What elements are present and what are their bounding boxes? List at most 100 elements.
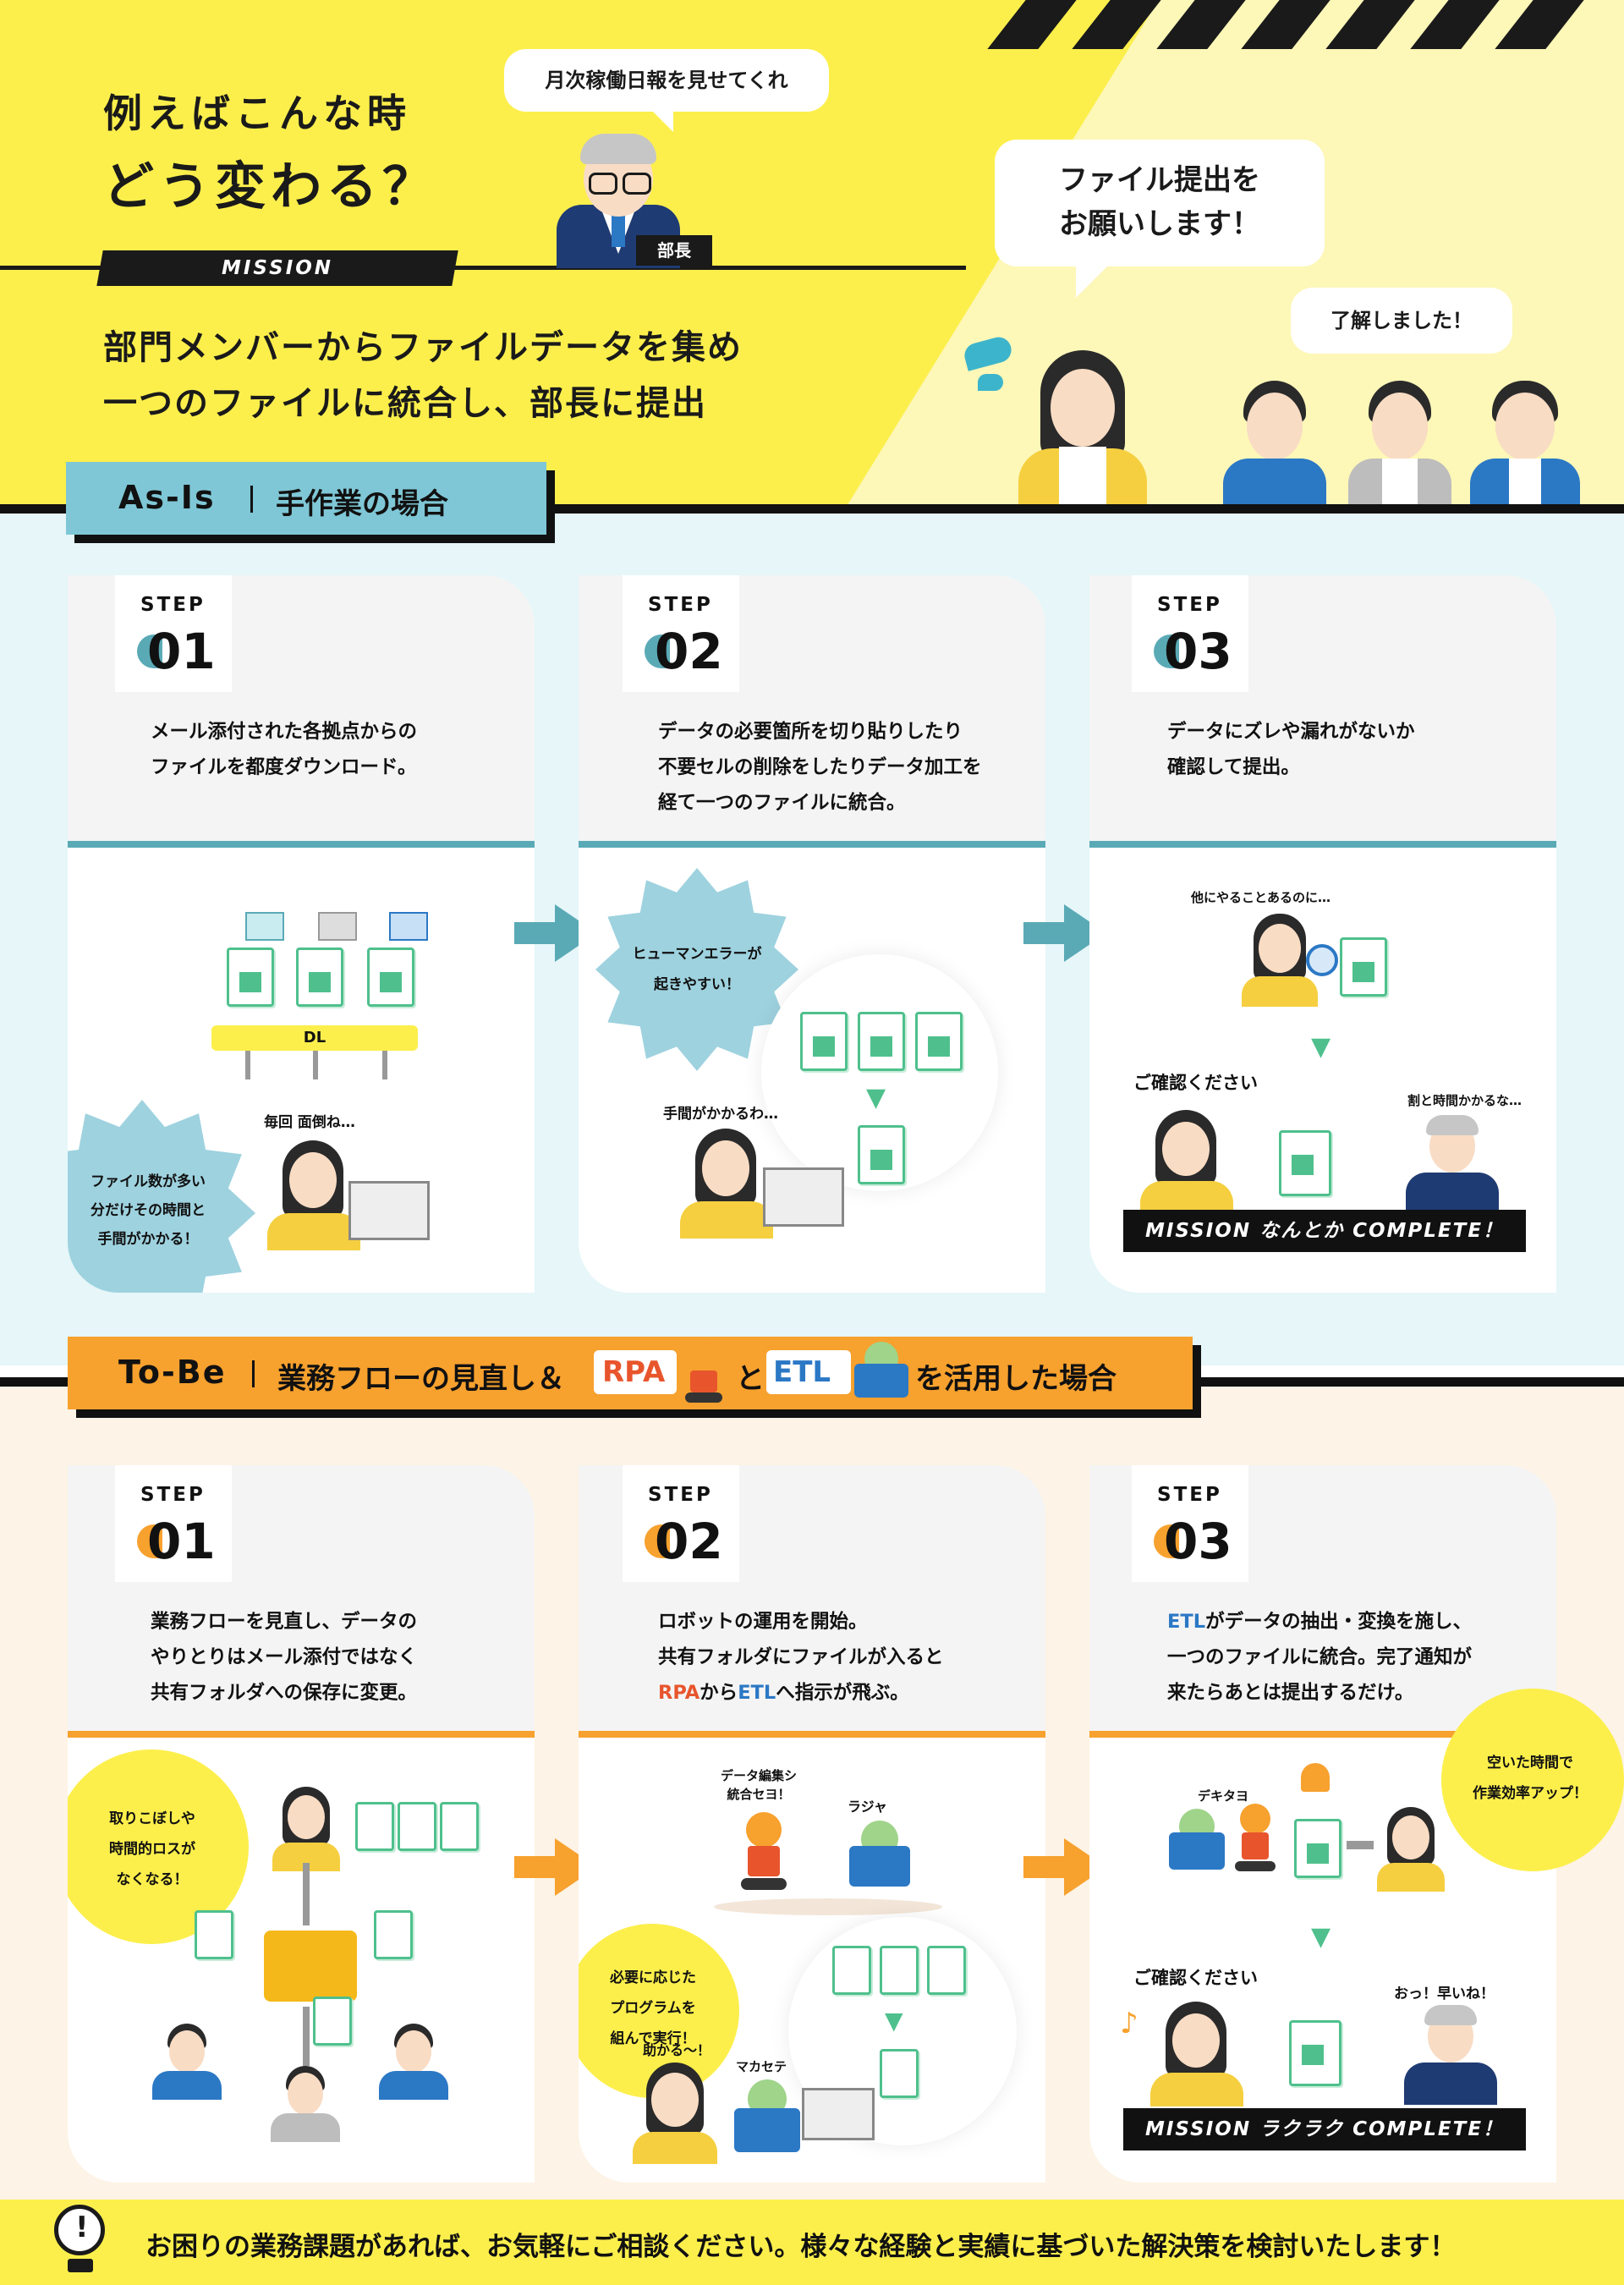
worker-note: 手間がかかるわ… <box>663 1106 778 1123</box>
step-desc-line: 一つのファイルに統合。完了通知が <box>1167 1646 1473 1668</box>
mission-complete-banner: MISSION なんとか COMPLETE！ <box>1123 1210 1526 1252</box>
etl-label: ETL <box>773 1355 831 1389</box>
tobe-step2-card: STEP 02 ロボットの運用を開始。 共有フォルダにファイルが入ると RPAか… <box>579 1465 1045 2183</box>
card-separator <box>1089 841 1556 848</box>
boss-avatar <box>1404 2003 1497 2105</box>
card-separator <box>579 841 1045 848</box>
step-word: STEP <box>140 1484 206 1506</box>
boss-avatar <box>1406 1113 1499 1215</box>
step-desc-line: 確認して提出。 <box>1167 756 1300 778</box>
highlight-circle-text: 空いた時間で 作業効率アップ！ <box>1473 1755 1588 1802</box>
task-line1: 部門メンバーからファイルデータを集め <box>103 328 743 367</box>
xls-file-icon <box>195 1910 233 1959</box>
footer: ! お困りの業務課題があれば、お気軽にご相談ください。様々な経験と実績に基づいた… <box>0 2200 1624 2285</box>
highlight-circle <box>1441 1689 1624 1871</box>
step-number: 02 <box>655 1513 723 1570</box>
step-word: STEP <box>648 1484 713 1506</box>
burst-text: ヒューマンエラーが 起きやすい！ <box>632 946 762 993</box>
xls-file-icon <box>880 2049 919 2098</box>
xls-file-icon <box>367 948 414 1007</box>
xls-file-icon <box>1279 1130 1331 1196</box>
worker-avatar <box>267 1140 360 1250</box>
rpa-robot-icon <box>682 1342 726 1404</box>
tobe-step3-content: デキタヨ ▼ ご確認ください おっ！早いね！ ♪ MISSION ラクラク CO… <box>1089 1465 1556 2183</box>
asis-step3-card: STEP 03 データにズレや漏れがないか 確認して提出。 他にやることあるのに… <box>1089 575 1556 1293</box>
mail-icon <box>318 912 357 941</box>
chevron-down-icon: ▼ <box>885 2007 903 2035</box>
boss-speech-bubble: 月次稼働日報を見せてくれ <box>504 49 829 112</box>
worker-avatar <box>1150 2002 1243 2106</box>
step-desc-line: データにズレや漏れがないか <box>1167 721 1415 743</box>
step-marker <box>645 1524 670 1558</box>
step-desc-line: データの必要箇所を切り貼りしたり <box>658 721 963 743</box>
step-desc-line: ロボットの運用を開始。 <box>658 1611 868 1633</box>
step-marker <box>645 634 670 668</box>
member-avatar <box>1223 381 1326 508</box>
xls-file-icon <box>927 1946 966 1995</box>
member-avatar <box>1348 381 1451 508</box>
member-avatar <box>1470 381 1580 508</box>
step-marker <box>1154 634 1179 668</box>
sweat-drop-icon <box>978 374 1003 391</box>
step-desc-line: ファイルを都度ダウンロード。 <box>151 756 417 778</box>
step-marker <box>137 1524 162 1558</box>
laptop-icon <box>348 1181 430 1240</box>
right-arrow-icon <box>1347 1841 1374 1849</box>
boss-note: おっ！早いね！ <box>1394 1986 1495 2002</box>
etl-text: ETL <box>1167 1611 1206 1633</box>
worker-avatar <box>1242 914 1318 1007</box>
reply-text: 了解しました！ <box>1330 309 1473 332</box>
laptop-icon <box>763 1167 844 1227</box>
flow-arrow-icon <box>514 1856 555 1878</box>
rpa-text: RPA <box>658 1682 700 1704</box>
card-separator <box>579 1731 1045 1738</box>
step-word: STEP <box>1157 594 1222 616</box>
highlight-circle-text: 必要に応じた プログラムを 組んで実行！ <box>610 1969 696 2047</box>
step-number: 03 <box>1164 623 1232 680</box>
xls-file-icon <box>313 1997 352 2046</box>
step-desc-line: 経て一つのファイルに統合。 <box>658 792 906 814</box>
step-marker <box>1154 1524 1179 1558</box>
etl-robot-icon <box>731 2079 804 2161</box>
step-desc: 業務フローを見直し、データの やりとりはメール添付ではなく 共有フォルダへの保存… <box>151 1604 417 1711</box>
boss-label: 部長 <box>636 235 712 266</box>
confirm-text: ご確認ください <box>1133 1968 1258 1988</box>
vertical-arrow-icon <box>303 2007 310 2066</box>
lightbulb-icon: ! <box>54 2205 105 2255</box>
mission-divider <box>0 266 966 270</box>
vertical-arrow-icon <box>303 1863 310 1925</box>
rpa-label: RPA <box>602 1355 666 1389</box>
xls-file-icon <box>227 948 274 1007</box>
flow-arrow-icon <box>514 922 555 944</box>
mail-icon <box>389 912 428 941</box>
reply-speech-bubble: 了解しました！ <box>1291 288 1512 354</box>
hero-title-line1: 例えばこんな時 <box>103 91 411 136</box>
asis-bar-line <box>0 504 1624 514</box>
music-note-icon: ♪ <box>1120 2007 1138 2041</box>
step-badge: STEP 01 <box>115 575 232 692</box>
step-number: 02 <box>655 623 723 680</box>
card-separator <box>68 1731 535 1738</box>
step-desc-line: RPAからETLへ指示が飛ぶ。 <box>658 1682 909 1704</box>
member-avatar <box>267 2066 343 2142</box>
step-desc-line: 不要セルの削除をしたりデータ加工を <box>658 756 982 778</box>
step-badge: STEP 03 <box>1132 575 1248 692</box>
step-desc: ロボットの運用を開始。 共有フォルダにファイルが入ると RPAからETLへ指示が… <box>658 1604 944 1711</box>
xls-file-icon <box>1294 1819 1341 1878</box>
asis-bar-divider <box>250 486 253 513</box>
laptop-icon <box>802 2088 875 2140</box>
etl-text: ETL <box>738 1682 776 1704</box>
tobe-bar: To-Be 業務フローの見直し＆ RPA と ETL を活用した場合 <box>68 1337 1193 1409</box>
rpa-robot-icon <box>736 1812 792 1897</box>
step-desc-line: ETLがデータの抽出・変換を施し、 <box>1167 1611 1473 1633</box>
worker-note: 毎回 面倒ね… <box>264 1114 355 1131</box>
magnifier-icon <box>1306 944 1338 976</box>
xls-file-icon <box>880 1946 919 1995</box>
etl-robot-icon <box>846 1821 914 1893</box>
xls-file-icon <box>374 1910 413 1959</box>
rpa-chip <box>594 1350 677 1394</box>
step-marker <box>137 634 162 668</box>
mail-row <box>211 909 428 942</box>
hero-title-line2: どう変わる？ <box>103 157 438 217</box>
step-desc: ETLがデータの抽出・変換を施し、 一つのファイルに統合。完了通知が 来たらあと… <box>1167 1604 1472 1711</box>
